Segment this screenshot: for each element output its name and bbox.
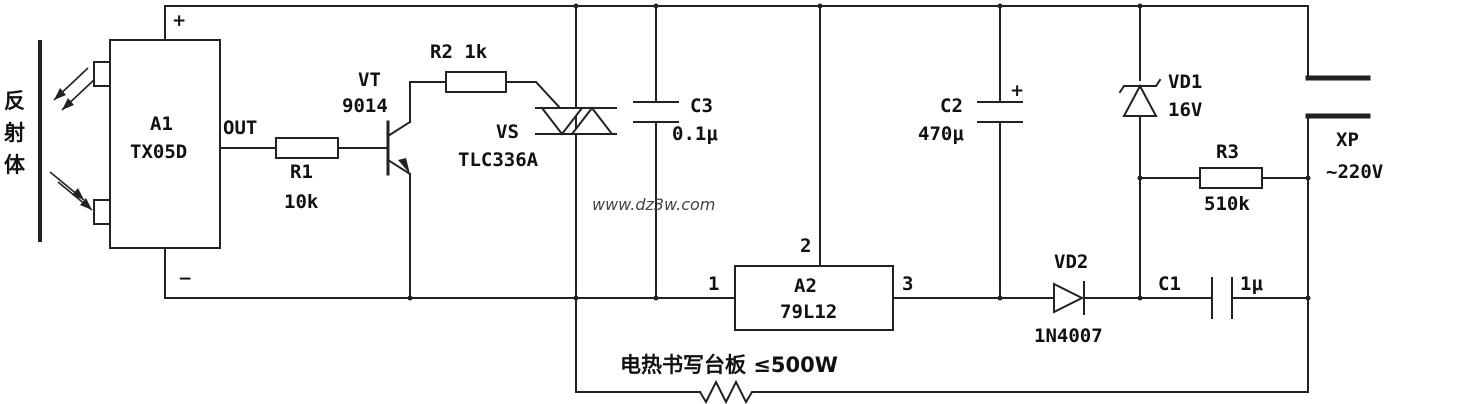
junctions — [407, 3, 1311, 301]
vs-part: TLC336A — [458, 149, 539, 171]
a1-module: A1 TX05D OUT + − — [93, 11, 257, 289]
capacitor-c3: C3 0.1μ — [633, 95, 718, 145]
a2-name: A2 — [794, 275, 817, 297]
watermark: www.dz3w.com — [592, 195, 715, 214]
vs-name: VS — [496, 121, 519, 143]
vd2-name: VD2 — [1054, 251, 1088, 273]
r3-name: R3 — [1216, 141, 1239, 163]
capacitor-c2: + C2 470μ — [918, 81, 1024, 145]
r2-label: R2 1k — [430, 41, 488, 63]
vd1-name: VD1 — [1168, 71, 1202, 93]
regulator-a2: A2 79L12 1 2 3 — [708, 235, 913, 331]
transistor-vt: VT 9014 — [342, 69, 412, 176]
resistor-r2: R2 1k — [430, 41, 507, 93]
a2-part: 79L12 — [780, 301, 837, 323]
r1-name: R1 — [290, 161, 313, 183]
c2-plus-mark: + — [1010, 81, 1024, 101]
load-label: 电热书写台板 ≤500W — [620, 353, 838, 377]
wiring — [164, 5, 1309, 393]
a1-part: TX05D — [130, 141, 187, 163]
c2-name: C2 — [940, 95, 963, 117]
a1-plus-mark: + — [172, 11, 186, 31]
a1-minus-mark: − — [178, 269, 192, 289]
c3-value: 0.1μ — [672, 123, 718, 145]
vt-name: VT — [358, 69, 381, 91]
vt-part: 9014 — [342, 95, 388, 117]
reflector-char-1: 反 — [4, 89, 25, 113]
vd2-part: 1N4007 — [1034, 325, 1103, 347]
resistor-r3: R3 510k — [1199, 141, 1263, 215]
a2-pin2: 2 — [800, 235, 811, 257]
reflector: 反 射 体 — [3, 40, 97, 242]
reflector-char-2: 射 — [3, 121, 25, 145]
plug-xp: XP ~220V — [1305, 75, 1383, 183]
triac-vs: VS TLC336A — [458, 106, 617, 171]
diode-vd2: VD2 1N4007 — [1034, 251, 1103, 347]
xp-name: XP — [1336, 129, 1359, 151]
c1-value: 1μ — [1240, 273, 1263, 295]
c3-name: C3 — [690, 95, 713, 117]
r1-value: 10k — [284, 191, 319, 213]
r3-value: 510k — [1204, 193, 1250, 215]
c1-label: C1 — [1158, 273, 1181, 295]
xp-value: ~220V — [1326, 161, 1383, 183]
a2-pin1: 1 — [708, 273, 719, 295]
zener-vd1: VD1 16V — [1118, 71, 1202, 121]
a1-name: A1 — [150, 113, 173, 135]
resistor-r1: R1 10k — [275, 137, 339, 213]
vd1-value: 16V — [1168, 99, 1202, 121]
capacitor-c1: C1 1μ — [1158, 273, 1263, 319]
c2-value: 470μ — [918, 123, 964, 145]
load-heater: 电热书写台板 ≤500W — [620, 353, 838, 404]
a2-pin3: 3 — [902, 273, 913, 295]
a1-out-label: OUT — [223, 117, 257, 139]
reflector-char-3: 体 — [4, 153, 26, 177]
